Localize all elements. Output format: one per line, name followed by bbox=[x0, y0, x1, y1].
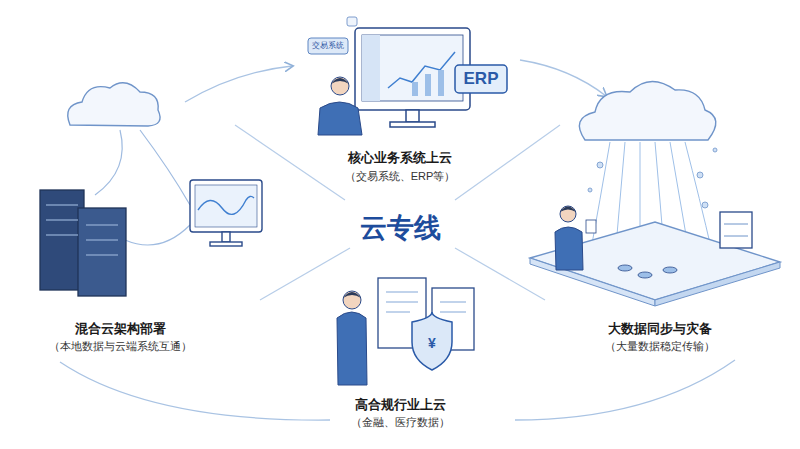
bubble-text: ERP bbox=[462, 69, 501, 89]
scenario-title: 高合规行业上云 bbox=[353, 397, 448, 413]
scenario-subtitle: （交易系统、ERP等） bbox=[343, 170, 458, 183]
scenario-subtitle: （金融、医疗数据） bbox=[349, 416, 452, 429]
scenario-subtitle: （大量数据稳定传输） bbox=[603, 340, 717, 353]
currency-symbol: ¥ bbox=[426, 335, 438, 352]
center-title: 云专线 bbox=[358, 212, 443, 244]
bubble-text: 交易系统 bbox=[310, 41, 346, 51]
scenario-title: 核心业务系统上云 bbox=[346, 150, 454, 166]
scenario-subtitle: （本地数据与云端系统互通） bbox=[47, 340, 194, 353]
scenario-title: 混合云架构部署 bbox=[73, 321, 168, 337]
scenario-title: 大数据同步与灾备 bbox=[606, 321, 714, 337]
